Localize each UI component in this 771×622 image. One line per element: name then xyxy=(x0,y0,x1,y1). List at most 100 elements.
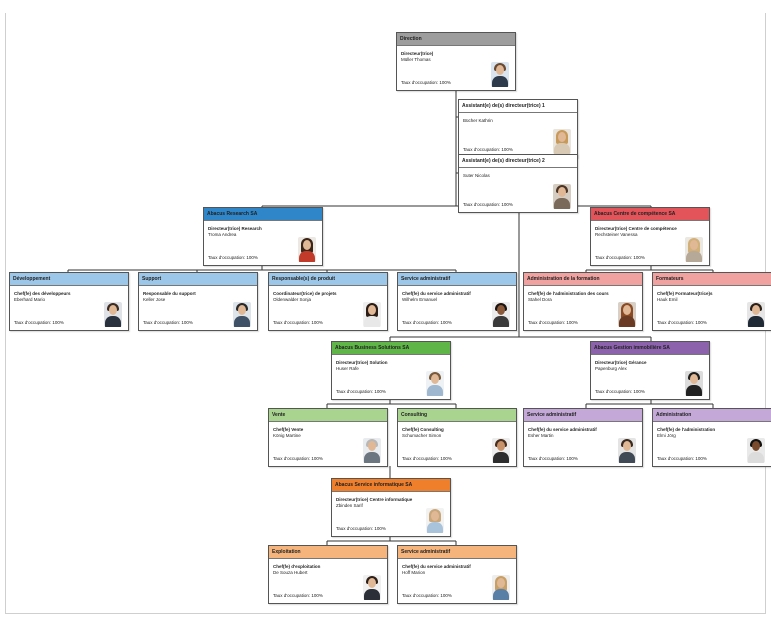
woman-dark-photo xyxy=(363,302,381,327)
node-header: Assistant(e) de(s) directeur(trice) 2 xyxy=(459,155,577,168)
node-product[interactable]: Responsable(s) de produit Coordinateur(t… xyxy=(268,272,388,331)
node-occupation: Taux d'occupation: 100% xyxy=(336,389,386,394)
man-suit-photo xyxy=(618,438,636,463)
node-exploitation[interactable]: Exploitation Chef(fe) d'exploitation De … xyxy=(268,545,388,604)
node-administration[interactable]: Administration Chef(fe) de l'administrat… xyxy=(652,408,771,467)
node-person: Hoff Marion xyxy=(402,570,426,575)
node-consulting[interactable]: Consulting Chef(fe) Consulting Schumache… xyxy=(397,408,517,467)
node-role: Coordinateur(trice) de projets xyxy=(273,291,337,296)
man-suit-photo xyxy=(747,302,765,327)
node-header: Développement xyxy=(10,273,128,286)
node-occupation: Taux d'occupation: 100% xyxy=(595,255,645,260)
man-dark-photo xyxy=(492,302,510,327)
node-role: Directeur(trice) Research xyxy=(208,226,262,231)
node-occupation: Taux d'occupation: 100% xyxy=(528,320,578,325)
woman-blonde-photo xyxy=(553,129,571,154)
node-occupation: Taux d'occupation: 100% xyxy=(595,389,645,394)
node-assistant-2[interactable]: Assistant(e) de(s) directeur(trice) 2 Su… xyxy=(458,154,578,213)
node-service-informatique[interactable]: Abacus Service informatique SA Directeur… xyxy=(331,478,451,537)
node-role: Chef(fe) Formateur(trice)s xyxy=(657,291,713,296)
node-role: Directeur(trice) Gérance xyxy=(595,360,647,365)
node-person: Wilhelm Emanuel xyxy=(402,297,438,302)
node-header: Responsable(s) de produit xyxy=(269,273,387,286)
node-role: Chef(fe) d'exploitation xyxy=(273,564,321,569)
node-header: Exploitation xyxy=(269,546,387,559)
node-header: Direction xyxy=(397,33,515,46)
node-role: Chef(fe) de l'administration des cours xyxy=(528,291,609,296)
node-admin-service-1[interactable]: Service administratif Chef(fe) du servic… xyxy=(397,272,517,331)
node-role: Chef(fe) du service administratif xyxy=(528,427,597,432)
node-person: König Martine xyxy=(273,433,301,438)
node-role: Chef(fe) Vente xyxy=(273,427,304,432)
node-person: Eberhard Mario xyxy=(14,297,46,302)
node-person: De Souza Hubert xyxy=(273,570,308,575)
node-person: Suter Nicolas xyxy=(463,173,490,178)
node-person: Müller Thomas xyxy=(401,57,431,62)
node-header: Abacus Centre de compétence SA xyxy=(591,208,709,221)
node-research[interactable]: Abacus Research SA Directeur(trice) Rese… xyxy=(203,207,323,266)
node-role: Directeur(trice) Solution xyxy=(336,360,388,365)
node-header: Consulting xyxy=(398,409,516,422)
node-person: Papenburg Alex xyxy=(595,366,627,371)
node-support[interactable]: Support Responsable du support Keller Jo… xyxy=(138,272,258,331)
node-business-solutions[interactable]: Abacus Business Solutions SA Directeur(t… xyxy=(331,341,451,400)
man-suit-photo xyxy=(104,302,122,327)
node-person: Bücher Kathrin xyxy=(463,118,493,123)
node-occupation: Taux d'occupation: 100% xyxy=(657,320,707,325)
node-occupation: Taux d'occupation: 100% xyxy=(463,147,513,152)
node-header: Abacus Research SA xyxy=(204,208,322,221)
node-person: Elmi Jörg xyxy=(657,433,676,438)
node-assistant-1[interactable]: Assistant(e) de(s) directeur(trice) 1 Bü… xyxy=(458,99,578,158)
node-occupation: Taux d'occupation: 100% xyxy=(402,456,452,461)
man-casual-photo xyxy=(553,184,571,209)
node-direction[interactable]: Direction Directeur(trice) Müller Thomas… xyxy=(396,32,516,91)
node-occupation: Taux d'occupation: 100% xyxy=(402,320,452,325)
node-person: Schumacher Simon xyxy=(402,433,442,438)
node-header: Service administratif xyxy=(398,546,516,559)
node-role: Chef(fe) de l'administration xyxy=(657,427,716,432)
node-person: Troma Andrea xyxy=(208,232,237,237)
node-person: Keller Jose xyxy=(143,297,166,302)
man-suit-photo xyxy=(491,62,509,87)
node-header: Assistant(e) de(s) directeur(trice) 1 xyxy=(459,100,577,113)
node-header: Service administratif xyxy=(524,409,642,422)
node-header: Service administratif xyxy=(398,273,516,286)
node-occupation: Taux d'occupation: 100% xyxy=(401,80,451,85)
node-role: Chef(fe) du service administratif xyxy=(402,291,471,296)
node-role: Directeur(trice) Centre informatique xyxy=(336,497,413,502)
node-competence[interactable]: Abacus Centre de compétence SA Directeur… xyxy=(590,207,710,266)
node-occupation: Taux d'occupation: 100% xyxy=(528,456,578,461)
woman-blonde-photo xyxy=(685,237,703,262)
node-admin-service-2[interactable]: Service administratif Chef(fe) du servic… xyxy=(523,408,643,467)
node-person: Rechsteiner Vanessa xyxy=(595,232,638,237)
node-gestion-immobiliere[interactable]: Abacus Gestion immobilière SA Directeur(… xyxy=(590,341,710,400)
node-role: Directeur(trice) Centre de compétence xyxy=(595,226,677,231)
node-header: Abacus Gestion immobilière SA xyxy=(591,342,709,355)
node-header: Abacus Service informatique SA xyxy=(332,479,450,492)
woman-light-photo xyxy=(426,508,444,533)
node-occupation: Taux d'occupation: 100% xyxy=(208,255,258,260)
node-training-admin[interactable]: Administration de la formation Chef(fe) … xyxy=(523,272,643,331)
node-occupation: Taux d'occupation: 100% xyxy=(273,320,323,325)
node-occupation: Taux d'occupation: 100% xyxy=(273,456,323,461)
node-person: Huser Rafe xyxy=(336,366,359,371)
man-light-photo xyxy=(426,371,444,396)
node-vente[interactable]: Vente Chef(fe) Vente König Martine Taux … xyxy=(268,408,388,467)
node-header: Abacus Business Solutions SA xyxy=(332,342,450,355)
node-person: Stahel Dora xyxy=(528,297,552,302)
man-gray-photo xyxy=(363,438,381,463)
node-trainers[interactable]: Formateurs Chef(fe) Formateur(trice)s Ha… xyxy=(652,272,771,331)
node-header: Administration de la formation xyxy=(524,273,642,286)
node-occupation: Taux d'occupation: 100% xyxy=(463,202,513,207)
node-person: Oldenwalder Sonja xyxy=(273,297,312,302)
woman-blonde-photo xyxy=(492,575,510,600)
node-role: Chef(fe) du service administratif xyxy=(402,564,471,569)
man-suit-photo xyxy=(685,371,703,396)
woman-dark-photo xyxy=(298,237,316,262)
node-role: Chef(fe) des développeurs xyxy=(14,291,71,296)
node-occupation: Taux d'occupation: 100% xyxy=(657,456,707,461)
node-development[interactable]: Développement Chef(fe) des développeurs … xyxy=(9,272,129,331)
node-admin-service-3[interactable]: Service administratif Chef(fe) du servic… xyxy=(397,545,517,604)
man-dark-photo xyxy=(747,438,765,463)
